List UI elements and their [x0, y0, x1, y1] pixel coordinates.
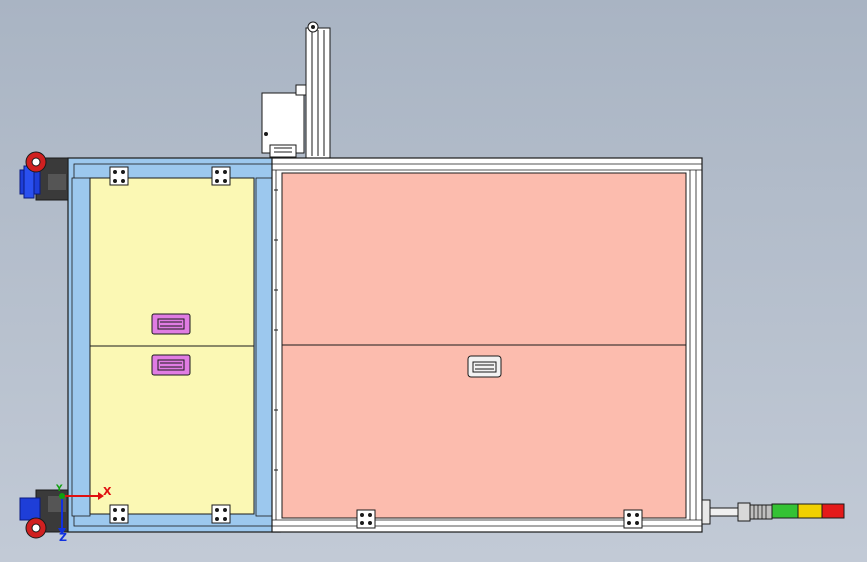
handle-icon — [467, 355, 502, 378]
signal-yellow-light — [797, 503, 823, 519]
right-cabinet[interactable] — [271, 157, 703, 533]
axis-triad — [58, 492, 104, 535]
signal-tower[interactable] — [701, 499, 845, 525]
left-cabinet[interactable] — [67, 157, 281, 533]
axis-x-label: X — [103, 485, 112, 498]
hinge-icon — [356, 509, 643, 529]
axis-y-label: Y — [56, 484, 63, 494]
hinge-icon — [109, 166, 231, 524]
signal-green-light — [771, 503, 799, 519]
caster-bottom[interactable] — [19, 489, 69, 539]
caster-top[interactable] — [19, 151, 69, 201]
axis-z-label: Z — [59, 531, 67, 544]
lift-arm[interactable] — [261, 21, 331, 159]
signal-red-light — [821, 503, 845, 519]
handle-icon — [151, 313, 191, 376]
